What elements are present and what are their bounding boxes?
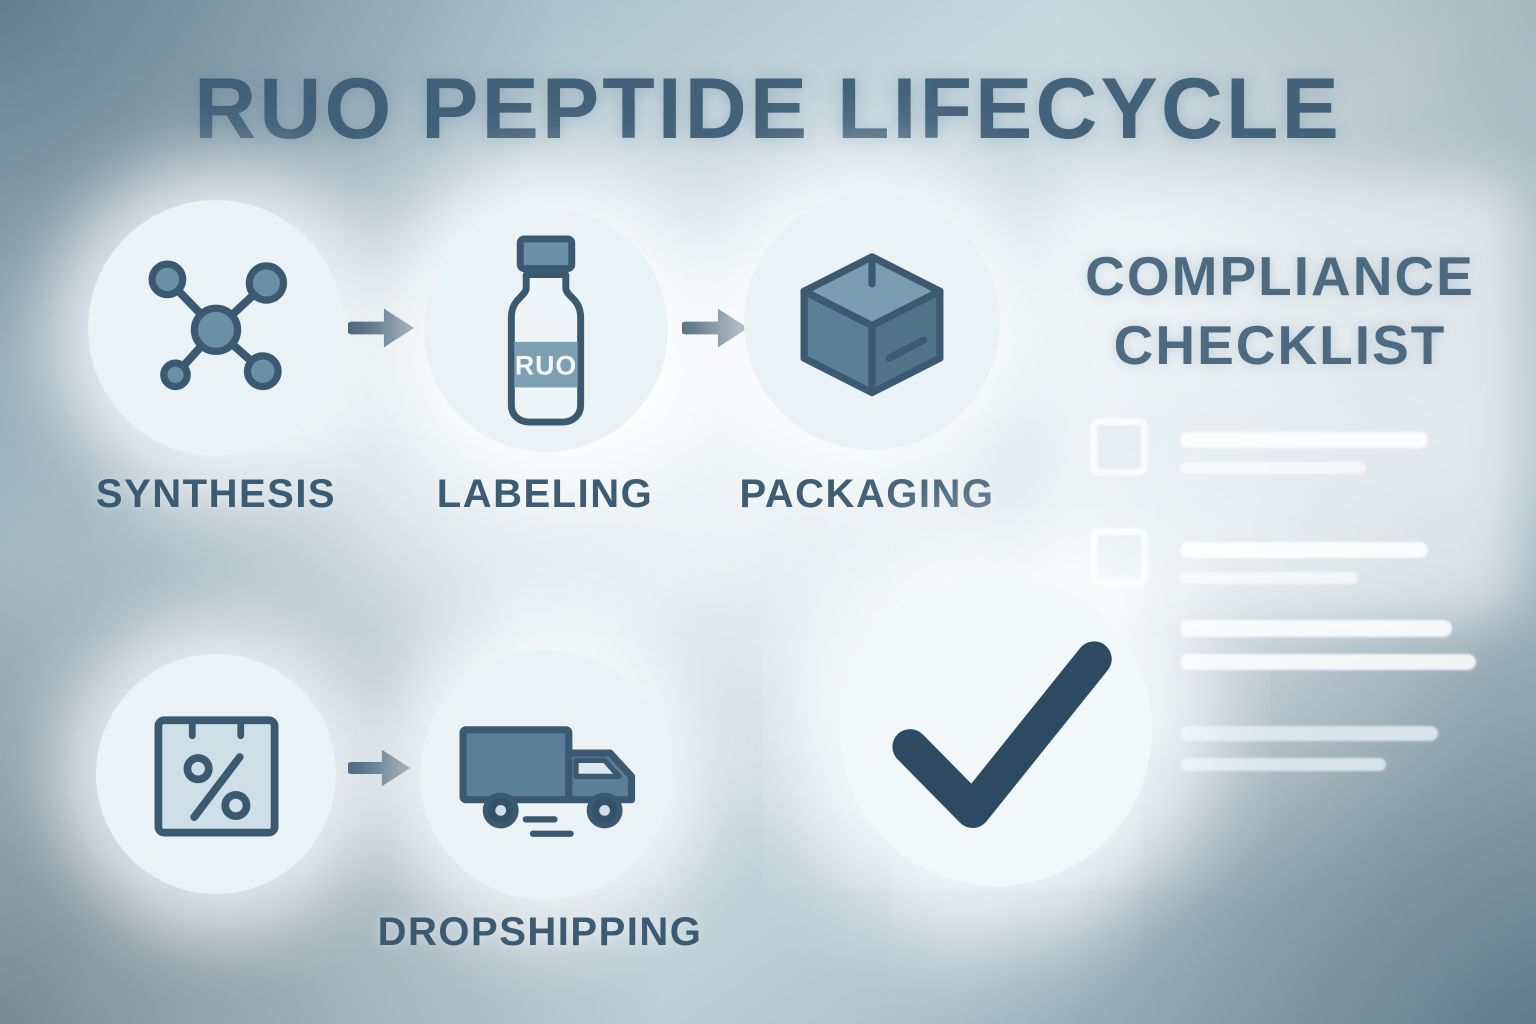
step-label-packaging: PACKAGING [739,472,995,516]
step-label-synthesis: SYNTHESIS [95,472,337,516]
checklist-line [1180,462,1366,474]
checklist-line [1180,620,1452,637]
step-circle-dropshipping [420,650,670,900]
step-circle-synthesis [88,200,344,456]
step-circle-packaging [744,194,1000,450]
arrow-right-icon [345,300,416,361]
arrow-right-icon [679,300,750,361]
checklist-line [1180,726,1438,741]
checklist-line [1180,758,1386,771]
step-label-labeling: LABELING [436,472,654,516]
checklist-line [1180,542,1428,558]
delivery-truck-icon [459,725,635,837]
checkmark-icon [892,641,1112,828]
checklist-line [1180,432,1428,448]
arrow-right-icon [345,742,412,799]
checklist-checkbox [1090,528,1148,586]
package-box-icon [800,253,944,397]
percent-tag-icon [154,715,278,836]
checklist-checkbox [1090,418,1148,476]
step-circle-labeling: RUO [424,208,668,452]
compliance-complete-circle [840,574,1152,886]
step-circle-discount [96,654,336,894]
checklist-line [1180,572,1358,584]
compliance-heading: COMPLIANCE CHECKLIST [1085,245,1475,376]
molecule-icon [148,260,288,391]
page-title: RUO PEPTIDE LIFECYCLE [194,61,1342,157]
vial-label-text: RUO [515,351,577,381]
vial-icon: RUO [507,235,585,426]
step-label-dropshipping: DROPSHIPPING [377,910,703,954]
checklist-line [1180,654,1476,670]
